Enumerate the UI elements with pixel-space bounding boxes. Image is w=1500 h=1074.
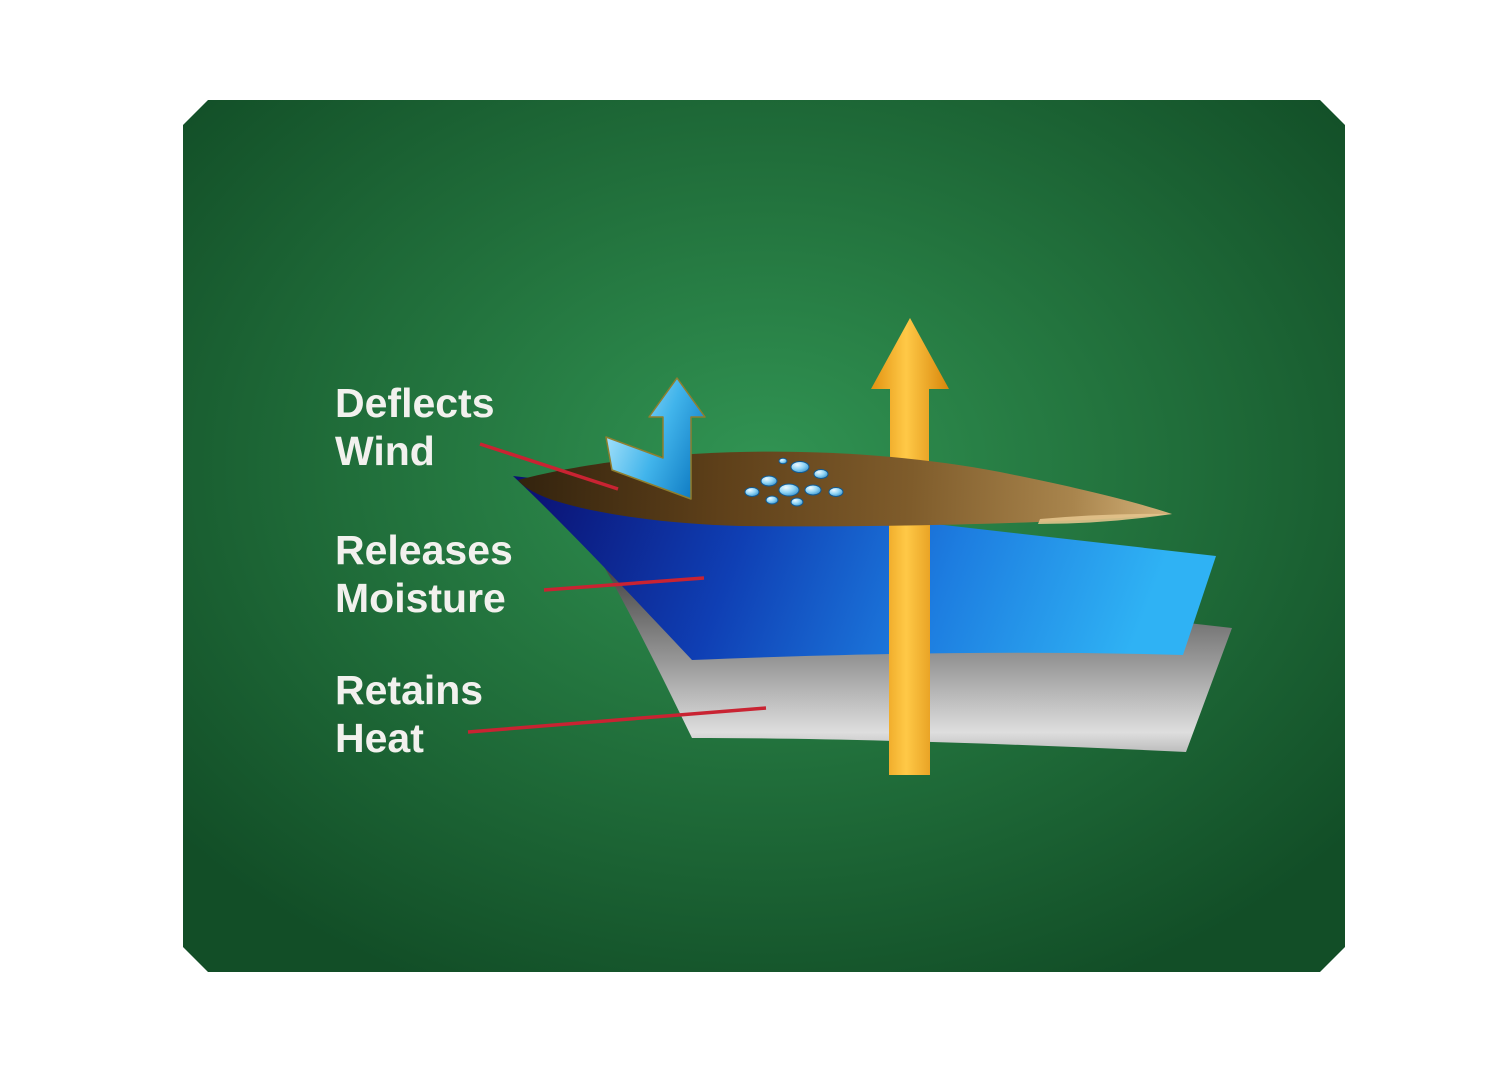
water-droplet	[778, 457, 788, 465]
label-deflects-wind-line1: Deflects	[335, 380, 495, 426]
leader-line-retains-heat	[467, 706, 767, 734]
label-releases-moisture-line2: Moisture	[335, 575, 506, 621]
water-droplet	[804, 484, 822, 496]
leader-line-releases-moisture	[543, 576, 705, 592]
label-deflects-wind-line2: Wind	[335, 428, 435, 474]
water-droplet	[790, 461, 810, 473]
water-droplet	[760, 475, 778, 487]
water-droplet	[828, 487, 844, 497]
water-droplet	[778, 483, 800, 497]
label-releases-moisture-line1: Releases	[335, 527, 513, 573]
heat-arrow-shaft-lower	[889, 512, 930, 775]
water-droplet	[813, 469, 829, 479]
wind-layer-curl-highlight	[1038, 513, 1172, 524]
leader-line-deflects-wind	[479, 442, 619, 491]
water-droplet	[790, 497, 804, 507]
wind-arrow	[605, 377, 706, 500]
water-droplet-cluster	[744, 457, 844, 507]
label-retains-heat-line2: Heat	[335, 715, 424, 761]
label-retains-heat-line1: Retains	[335, 667, 483, 713]
water-droplet	[765, 495, 779, 505]
water-droplet	[744, 487, 760, 497]
